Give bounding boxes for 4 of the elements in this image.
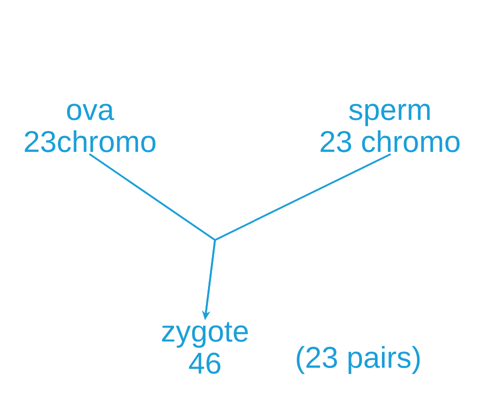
handwritten-label: ova 23chromo — [24, 104, 156, 152]
handwritten-label: sperm 23 chromo — [320, 104, 460, 152]
handwritten-label: zygote 46 — [162, 322, 248, 374]
note-text: (23 pairs) — [296, 346, 420, 374]
